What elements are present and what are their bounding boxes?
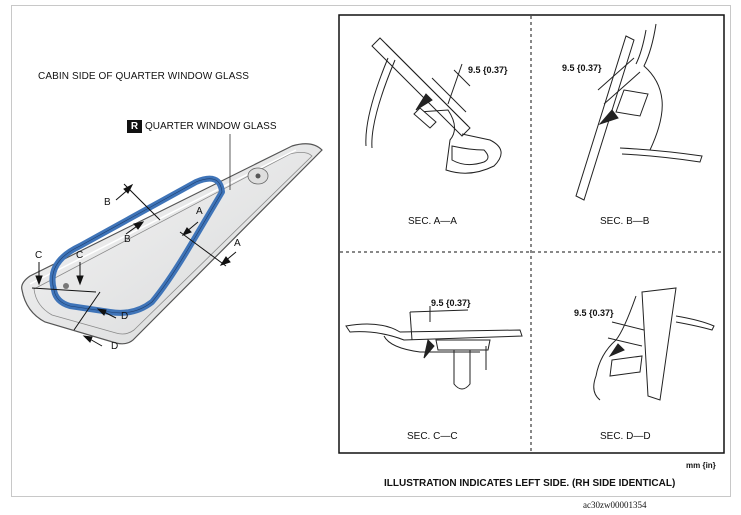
part-badge: R	[127, 120, 142, 133]
section-a-caption: SEC. A—A	[408, 216, 457, 227]
section-d-drawing	[593, 287, 715, 401]
label-a-inner: A	[196, 206, 203, 217]
section-a-dimension: 9.5 {0.37}	[468, 65, 508, 75]
sections-box	[338, 14, 725, 454]
label-b-outer: B	[104, 197, 111, 208]
glass-title: CABIN SIDE OF QUARTER WINDOW GLASS	[38, 71, 250, 82]
label-b-inner: B	[124, 234, 131, 245]
section-c-caption: SEC. C—C	[407, 431, 458, 442]
mounting-clip-icon	[63, 283, 69, 289]
section-c-dimension: 9.5 {0.37}	[431, 298, 471, 308]
label-d-inner: D	[121, 311, 129, 322]
section-a-drawing	[365, 37, 502, 174]
label-c-outer: C	[35, 250, 43, 261]
label-a-outer: A	[234, 238, 241, 249]
view-arrows	[35, 183, 237, 347]
section-b-caption: SEC. B—B	[600, 216, 650, 227]
section-d-dimension: 9.5 {0.37}	[574, 308, 614, 318]
label-d-outer: D	[111, 341, 119, 352]
section-b-drawing	[575, 23, 703, 201]
figure-id: ac30zw00001354	[583, 500, 647, 510]
section-c-drawing	[345, 306, 523, 390]
figure-frame	[11, 5, 731, 497]
illustration-note: ILLUSTRATION INDICATES LEFT SIDE. (RH SI…	[384, 478, 676, 489]
quarter-window-glass	[21, 143, 323, 345]
unit-label: mm {in}	[686, 461, 716, 470]
section-b-dimension: 9.5 {0.37}	[562, 63, 602, 73]
mounting-pin-icon	[247, 167, 269, 185]
part-label: R QUARTER WINDOW GLASS	[127, 120, 277, 133]
label-c-inner: C	[76, 250, 84, 261]
part-name: QUARTER WINDOW GLASS	[145, 121, 277, 132]
section-d-caption: SEC. D—D	[600, 431, 651, 442]
